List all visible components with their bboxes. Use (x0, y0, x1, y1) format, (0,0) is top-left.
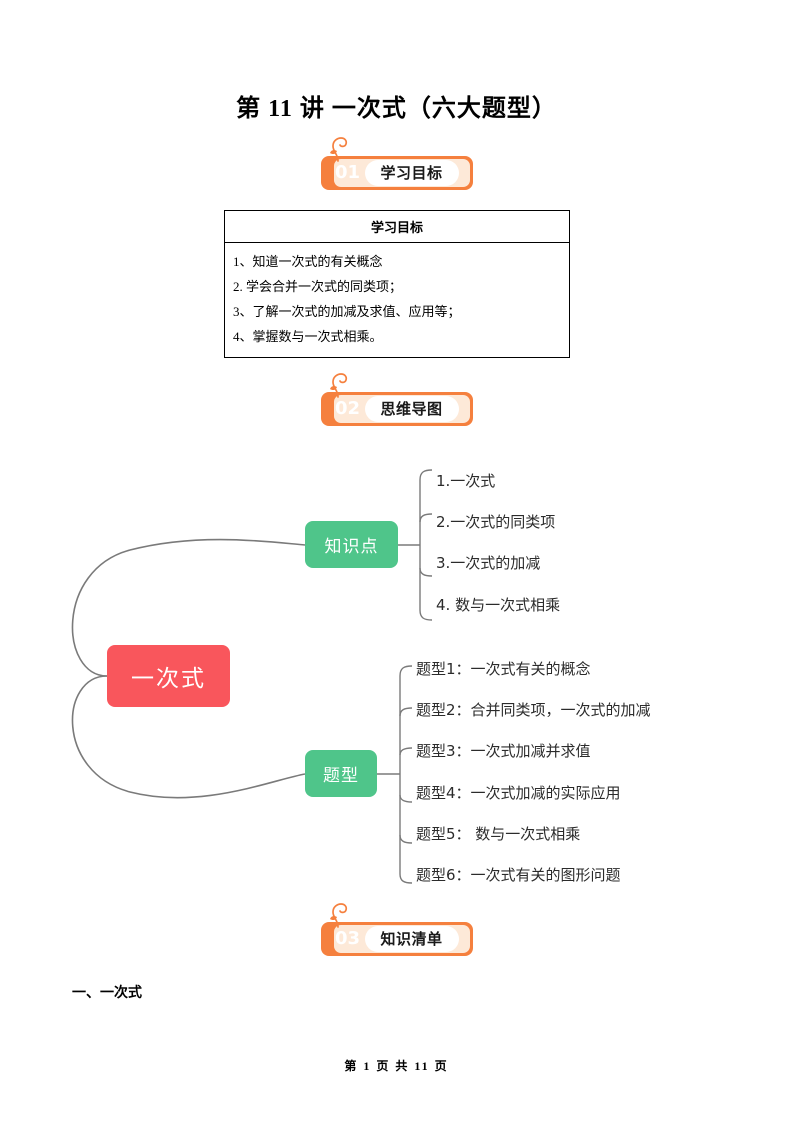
mindmap-branch-knowledge: 知识点 (305, 521, 398, 568)
body-section-heading: 一、一次式 (72, 986, 142, 1001)
mindmap-leaf: 4. 数与一次式相乘 (436, 596, 561, 614)
mindmap-leaf: 题型4：一次式加减的实际应用 (416, 784, 621, 802)
badge-label: 学习目标 (380, 164, 443, 182)
mindmap-root-node: 一次式 (107, 645, 230, 707)
badge-label: 知识清单 (380, 930, 443, 948)
section-badge-02: 02 思维导图 (320, 373, 473, 426)
mindmap-connectors (71, 469, 433, 884)
mindmap-leaf: 题型6：一次式有关的图形问题 (416, 866, 621, 884)
section-badge-03: 03 知识清单 (320, 903, 473, 956)
table-header-row: 学习目标 (224, 210, 570, 243)
badge-inner-pill (364, 160, 459, 186)
mindmap-leaf: 题型5： 数与一次式相乘 (416, 825, 581, 843)
mindmap-leaf: 题型3：一次式加减并求值 (416, 742, 591, 760)
mindmap-leaf: 3.一次式的加减 (436, 554, 541, 572)
objective-item: 1、知道一次式的有关概念 (233, 254, 383, 269)
badge-number: 02 (334, 398, 361, 419)
mindmap-leaf: 1.一次式 (436, 472, 496, 490)
badge-inner-pill (364, 396, 459, 422)
section-badge-01: 01 学习目标 (320, 137, 473, 190)
table-body-row: 1、知道一次式的有关概念 2. 学会合并一次式的同类项； 3、了解一次式的加减及… (225, 243, 570, 358)
badge-inner-pill (364, 926, 459, 952)
objectives-table: 学习目标 1、知道一次式的有关概念 2. 学会合并一次式的同类项； 3、了解一次… (224, 210, 570, 358)
badge-number: 01 (334, 162, 361, 183)
sprout-icon (329, 373, 347, 398)
mindmap-branch-problemtypes: 题型 (305, 750, 377, 797)
mindmap-leaf: 2.一次式的同类项 (436, 513, 556, 531)
mindmap-leaf: 题型2：合并同类项，一次式的加减 (416, 701, 651, 719)
objective-item: 4、掌握数与一次式相乘。 (233, 329, 383, 344)
objective-item: 2. 学会合并一次式的同类项； (233, 279, 403, 294)
badge-label: 思维导图 (380, 400, 443, 418)
page-footer: 第 1 页 共 11 页 (344, 1059, 449, 1073)
page-title: 第 11 讲 一次式（六大题型） (236, 96, 557, 122)
mindmap-diagram: 一次式 知识点 1.一次式 2.一次式的同类项 3.一次式的加减 4. 数与一次… (0, 450, 793, 910)
mindmap-leaf: 题型1：一次式有关的概念 (416, 660, 591, 678)
sprout-icon (329, 137, 347, 162)
badge-number: 03 (334, 928, 361, 949)
sprout-icon (329, 903, 347, 928)
objective-item: 3、了解一次式的加减及求值、应用等； (233, 304, 461, 319)
table-header-cell: 学习目标 (224, 210, 570, 243)
